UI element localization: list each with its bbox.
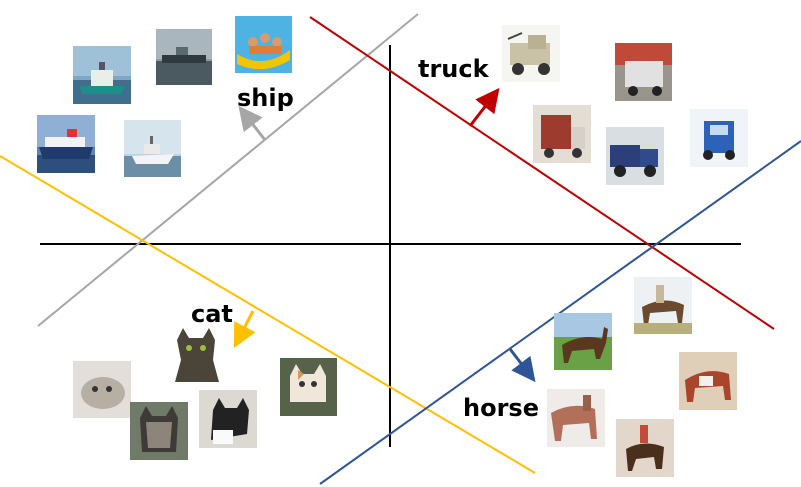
truck-thumbnail [533,105,591,163]
cat-thumbnail [130,402,188,460]
horse-thumbnail [554,313,612,370]
horse-label: horse [463,394,539,422]
truck-thumbnail [690,109,748,167]
ship-thumbnail [156,29,212,85]
ship-thumbnail [235,16,292,73]
horse-thumbnail [679,352,737,410]
ship-normal-arrow [238,105,267,141]
ship-thumbnail [37,115,95,173]
ship-label: ship [237,84,294,112]
cat-normal-arrow [233,310,256,348]
cat-decision-line [0,155,536,474]
horse-normal-arrow [508,348,536,383]
truck-thumbnail [615,43,672,101]
truck-decision-line [309,16,775,330]
cat-label: cat [191,300,233,328]
truck-label: truck [418,55,489,83]
ship-thumbnail [124,120,181,177]
horse-thumbnail [616,419,674,477]
ship-decision-line [37,13,419,327]
cat-thumbnail [280,358,337,416]
horse-thumbnail [547,389,605,447]
cat-thumbnail [199,390,257,448]
cat-thumbnail [73,361,131,418]
horse-thumbnail [634,277,692,334]
truck-thumbnail [606,127,664,185]
ship-thumbnail [73,46,131,104]
truck-normal-arrow [468,87,500,127]
horse-decision-line [319,140,801,485]
truck-thumbnail [502,25,560,82]
cat-thumbnail [169,326,226,384]
